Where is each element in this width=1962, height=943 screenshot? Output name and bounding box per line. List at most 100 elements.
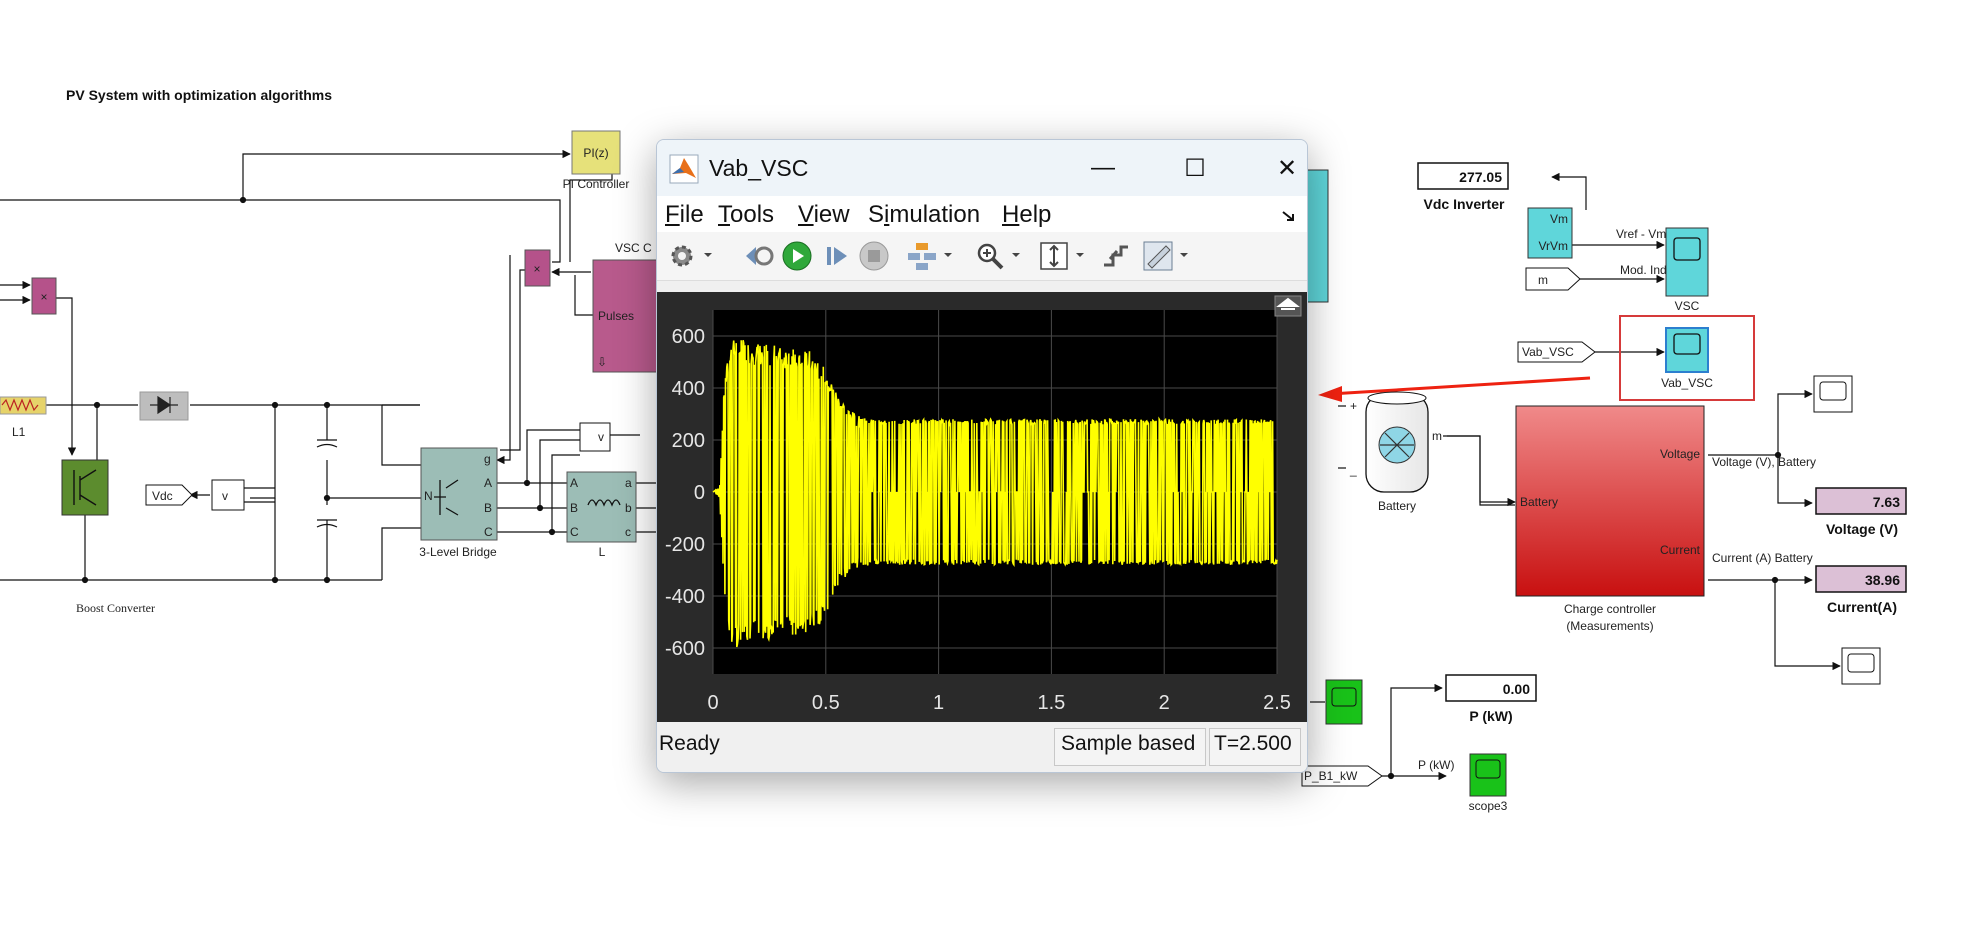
step-forward-button[interactable] xyxy=(820,239,854,273)
current-display[interactable] xyxy=(1815,565,1907,593)
measurements-button[interactable] xyxy=(1141,239,1175,273)
vm-block[interactable] xyxy=(1527,207,1573,259)
scale-axes-button[interactable] xyxy=(1037,239,1071,273)
signal-selector-button[interactable] xyxy=(905,239,939,273)
filter-port-a-out: a xyxy=(625,476,632,490)
triggers-button[interactable] xyxy=(1099,239,1133,273)
scope-icon-5 xyxy=(1331,687,1357,707)
charge-controller-port-voltage: Voltage xyxy=(1660,447,1700,461)
l-filter-label: L xyxy=(599,545,606,559)
battery-symbol-icon xyxy=(1380,432,1414,458)
minimize-icon: — xyxy=(1091,154,1115,181)
y-tick-label: -200 xyxy=(665,534,705,556)
diode-icon xyxy=(150,395,178,415)
chevron-down-icon[interactable] xyxy=(703,250,713,260)
status-time: T=2.500 xyxy=(1214,732,1292,755)
x-tick-label: 1.5 xyxy=(1037,692,1065,714)
mod-tag-label: m xyxy=(1538,273,1548,287)
window-title: Vab_VSC xyxy=(709,155,809,181)
step-back-button[interactable] xyxy=(741,239,775,273)
battery-plus: + xyxy=(1350,399,1357,413)
maximize-button[interactable]: ☐ xyxy=(1165,148,1225,188)
scope-icon-2 xyxy=(1673,333,1701,355)
voltage-display[interactable] xyxy=(1815,487,1907,515)
capacitor-icon xyxy=(316,439,338,528)
product-block-top[interactable] xyxy=(524,249,551,287)
vsc-scope-block[interactable] xyxy=(1665,227,1709,297)
maximize-icon: ☐ xyxy=(1184,154,1206,182)
y-tick-label: -600 xyxy=(665,638,705,660)
y-tick-label: 200 xyxy=(672,430,705,452)
scope-icon-6 xyxy=(1475,759,1501,779)
menu-view[interactable]: View xyxy=(798,201,850,228)
pb1-from-tag[interactable] xyxy=(1301,765,1383,787)
stop-button[interactable] xyxy=(857,239,891,273)
red-annotation-line xyxy=(1329,376,1591,396)
voltage-display-label: Voltage (V) xyxy=(1826,521,1898,537)
menu-file[interactable]: File xyxy=(665,201,704,228)
green-scope-block[interactable] xyxy=(1325,679,1363,725)
vdc-inverter-label: Vdc Inverter xyxy=(1424,196,1505,212)
battery-m-port: m xyxy=(1432,429,1442,443)
signal-tree-icon xyxy=(908,243,936,270)
boost-igbt-block[interactable] xyxy=(61,459,109,516)
minimize-button[interactable]: — xyxy=(1073,148,1133,188)
menu-tools[interactable]: Tools xyxy=(718,201,775,228)
chevron-down-icon-5[interactable] xyxy=(1179,250,1189,260)
current-signal-label: Current (A) Battery xyxy=(1712,551,1813,565)
menu-help[interactable]: Help xyxy=(1002,201,1052,228)
mod-index-from-tag[interactable] xyxy=(1525,267,1581,291)
close-button[interactable]: ✕ xyxy=(1257,148,1307,188)
product-block-left[interactable] xyxy=(31,277,57,315)
charge-controller-label-1: Charge controller xyxy=(1564,602,1656,616)
triggers-icon xyxy=(1104,245,1128,267)
three-level-bridge-block[interactable] xyxy=(420,447,498,541)
pi-controller-block[interactable] xyxy=(571,130,621,175)
resistor-icon xyxy=(1,398,39,412)
measurements-icon xyxy=(1143,241,1173,271)
undock-arrow-icon[interactable] xyxy=(1281,210,1297,224)
vab-vsc-from-tag[interactable] xyxy=(1517,341,1596,363)
l-filter-block[interactable] xyxy=(566,471,637,543)
filter-port-a: A xyxy=(570,476,578,490)
autoscale-restore-button[interactable] xyxy=(1274,295,1302,317)
inductor-l1-block[interactable] xyxy=(0,396,47,415)
window-titlebar[interactable]: Vab_VSC — ☐ ✕ xyxy=(657,140,1307,196)
charge-controller-port-current: Current xyxy=(1660,543,1701,557)
run-button[interactable] xyxy=(780,239,814,273)
vab-vsc-scope-block[interactable] xyxy=(1665,327,1709,373)
bridge-port-a: A xyxy=(484,476,492,490)
scope-icon-4 xyxy=(1847,653,1875,673)
p-signal-label: P (kW) xyxy=(1418,758,1454,772)
chevron-down-icon-3[interactable] xyxy=(1011,250,1021,260)
chevron-down-icon-4[interactable] xyxy=(1075,250,1085,260)
status-time-box xyxy=(1209,728,1301,766)
pi-controller-symbol: PI(z) xyxy=(583,146,608,160)
chevron-down-icon-2[interactable] xyxy=(943,250,953,260)
product-symbol-top: × xyxy=(533,262,540,276)
menu-simulation[interactable]: Simulation xyxy=(868,201,981,228)
voltage-measurement-symbol-2: v xyxy=(598,430,604,444)
matlab-app-icon xyxy=(669,154,699,184)
vsc-controller-port: Pulses xyxy=(598,309,634,323)
vdc-goto-tag[interactable] xyxy=(145,484,193,506)
battery-top-icon xyxy=(1367,391,1427,405)
vdc-inverter-display[interactable] xyxy=(1417,162,1509,190)
signal-lines xyxy=(0,149,656,584)
power-display[interactable] xyxy=(1445,674,1537,702)
status-bar: Ready Sample based T=2.500 xyxy=(657,722,1307,772)
zoom-in-button[interactable] xyxy=(973,239,1007,273)
scope-icon-3 xyxy=(1819,381,1847,401)
voltage-measurement-block[interactable] xyxy=(211,479,245,511)
voltage-measurement-block-2[interactable] xyxy=(579,422,611,452)
scope-window[interactable]: Vab_VSC — ☐ ✕ File Tools View Simulation… xyxy=(656,139,1308,773)
charge-controller-block[interactable] xyxy=(1515,405,1705,597)
configuration-properties-button[interactable] xyxy=(665,239,699,273)
menu-bar: File Tools View Simulation Help xyxy=(657,196,1307,232)
vdc-inverter-value: 277.05 xyxy=(1459,169,1502,185)
scope-toolbar xyxy=(657,232,1307,281)
